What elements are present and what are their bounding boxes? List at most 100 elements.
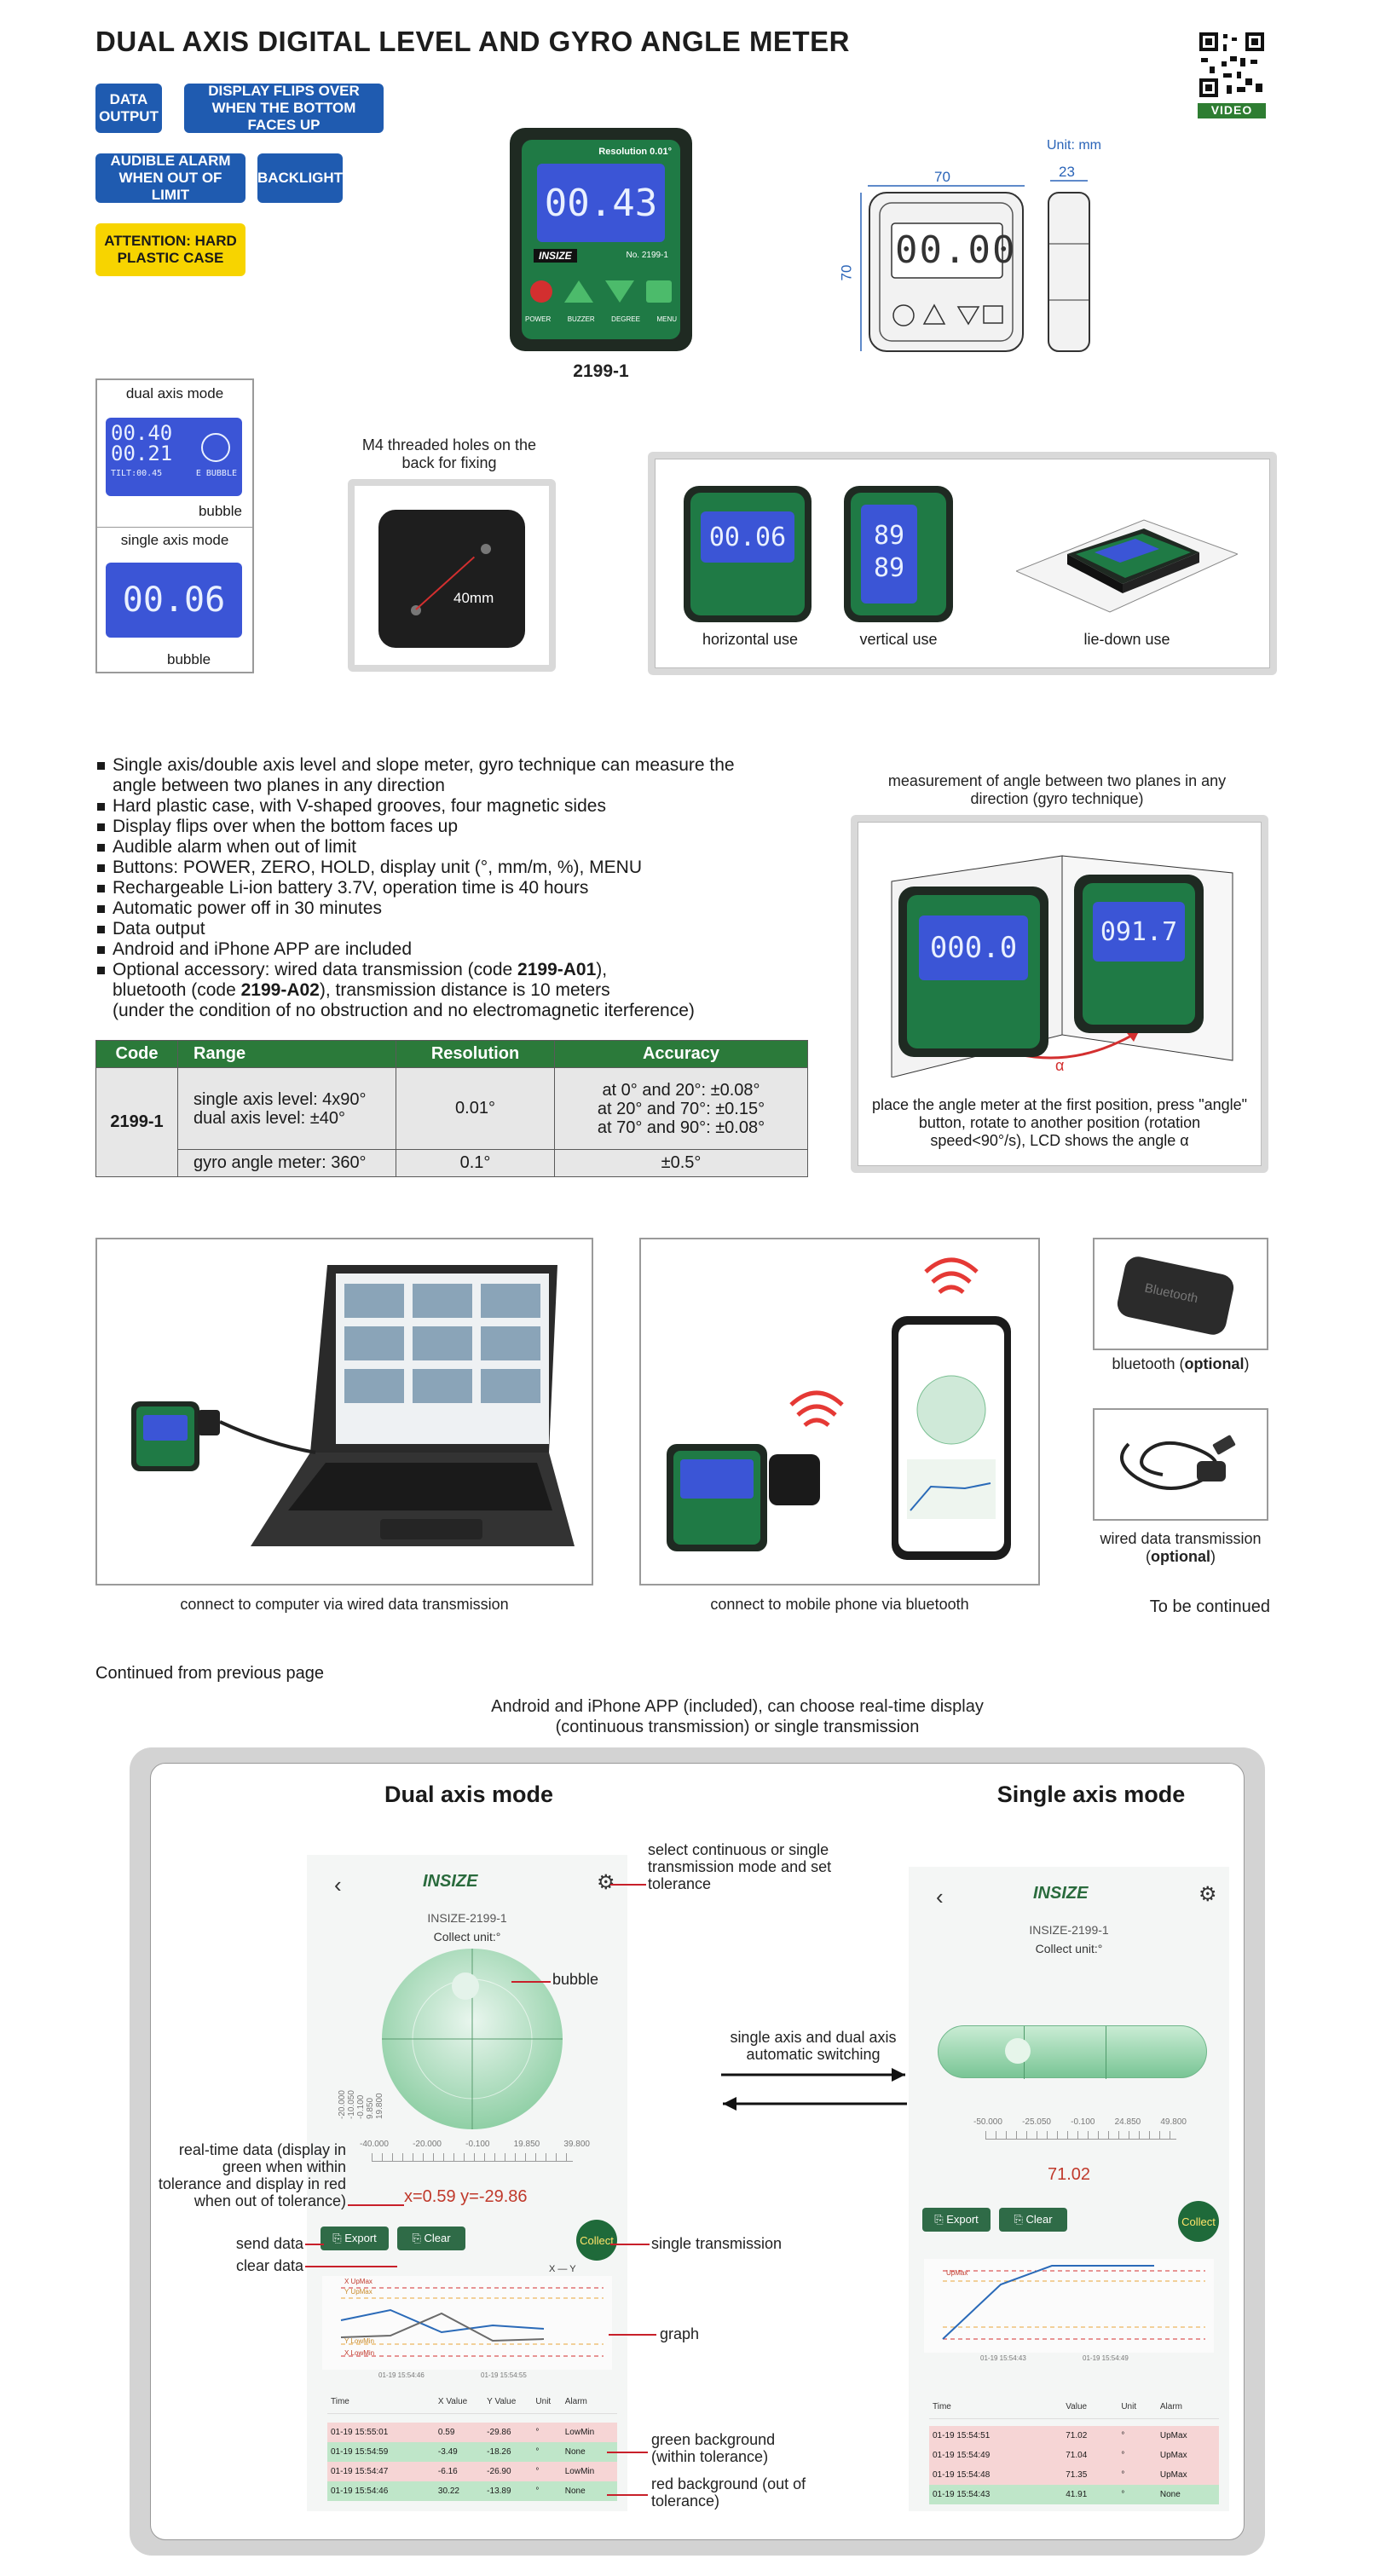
table-row[interactable]: 01-19 15:54:47-6.16-26.90°LowMin [327,2462,617,2481]
export-button[interactable]: ⎘ Export [321,2227,389,2250]
y-tick-label: -10.050 [347,2090,356,2119]
table-cell: LowMin [564,2467,595,2476]
annotation-single-tx: single transmission [651,2235,783,2252]
use-orientations-box: 00.06 89 89 horizontal use vertical use … [648,452,1277,675]
export-icon: ⎘ [934,2213,947,2226]
table-cell: 01-19 15:54:48 [933,2470,991,2480]
table-header: X Value [437,2397,468,2406]
back-chevron-icon[interactable]: ‹ [936,1884,944,1909]
clear-button[interactable]: ⎘ Clear [397,2227,465,2250]
table-cell: 0.01° [396,1067,555,1150]
gyro-reading-2: 091.7 [1093,902,1185,962]
accessory-code-wired: 2199-A01 [517,960,597,979]
caption-optional: optional [1184,1355,1245,1372]
table-row[interactable]: 01-19 15:54:59-3.49-18.26°None [327,2442,617,2462]
annotation-realtime: real-time data (display in green when wi… [158,2141,346,2209]
qr-code[interactable]: VIDEO [1198,31,1266,118]
export-button[interactable]: ⎘ Export [922,2208,991,2232]
gyro-caption-top: measurement of angle between two planes … [887,772,1227,807]
accessory-text: ), transmission distance is 10 meters [319,980,610,1000]
mobile-connection-caption: connect to mobile phone via bluetooth [710,1596,969,1613]
table-header: Unit [1121,2402,1137,2411]
chart-label: Y UpMax [344,2288,373,2296]
single-bubble-tube [938,2025,1207,2079]
computer-connection-box [95,1238,593,1585]
bubble-circle-icon [201,433,230,462]
dual-mode-title: Dual axis mode [384,1782,554,1807]
table-cell: at 0° and 20°: ±0.08° at 20° and 70°: ±0… [554,1067,808,1150]
caption-text: wired data transmission [1100,1530,1262,1547]
clear-icon: ⎘ [1014,2213,1026,2226]
bubble-label: bubble [167,651,211,667]
feature-item: Single axis/double axis level and slope … [95,755,760,796]
table-header: Accuracy [554,1040,808,1068]
vertical-use-photo: 89 89 [844,486,953,622]
badge-hard-case: ATTENTION: HARD PLASTIC CASE [95,223,245,276]
mobile-connection-box [639,1238,1040,1585]
single-mode-title: Single axis mode [996,1782,1186,1807]
app-caption: Android and iPhone APP (included), can c… [491,1697,984,1736]
wired-accessory-caption: wired data transmission (optional) [1083,1530,1279,1566]
table-cell: None [564,2486,586,2496]
wired-accessory-box [1093,1408,1268,1521]
x-tick-label: -20.000 [413,2140,442,2149]
back-chevron-icon[interactable]: ‹ [334,1872,342,1897]
accessory-text: bluetooth (code [113,980,241,1000]
table-cell: 71.35 [1066,2470,1088,2480]
table-header: Alarm [1159,2402,1183,2411]
table-cell: ° [535,2486,540,2496]
caption-optional: optional [1151,1548,1210,1565]
table-cell: UpMax [1159,2470,1187,2480]
table-code: 2199-1 [95,1067,178,1177]
app-device-name: INSIZE-2199-1 [427,1911,507,1925]
device-resolution-label: Resolution 0.01° [598,147,672,157]
collect-button[interactable]: Collect [576,2220,617,2261]
table-cell: single axis level: 4x90° dual axis level… [177,1067,396,1150]
table-cell: ±0.5° [554,1149,808,1177]
accessory-text: Optional accessory: wired data transmiss… [113,960,518,979]
dual-reading-2: 00.21 [111,442,173,465]
table-cell: 41.91 [1066,2490,1088,2499]
table-cell: None [564,2447,586,2457]
y-tick-label: -0.100 [356,2094,366,2119]
single-mode-label: single axis mode [120,532,229,548]
annotation-clear: clear data [235,2257,303,2274]
drawing-lcd-text: 00.00 [895,228,1017,272]
gyro-reading-1: 000.0 [919,915,1028,980]
dual-mode-screen: 00.40 00.21 TILT:00.45 E BUBBLE [106,418,242,496]
app-brand-logo: INSIZE [1033,1884,1089,1903]
device-button-label: POWER [525,315,552,323]
x-tick-label: -50.000 [973,2117,1002,2127]
clear-button[interactable]: ⎘ Clear [999,2208,1067,2232]
table-header: Range [177,1040,396,1068]
table-cell: -26.90 [487,2467,511,2476]
caption-text: bluetooth ( [1112,1355,1185,1372]
accessory-text: (under the condition of no obstruction a… [113,1001,695,1020]
threaded-hole-icon [481,544,491,554]
table-cell: -13.89 [487,2486,511,2496]
collect-button[interactable]: Collect [1178,2201,1219,2242]
table-cell: UpMax [1159,2451,1187,2460]
settings-gear-icon[interactable]: ⚙ [1199,1883,1217,1906]
table-cell: 30.22 [437,2486,459,2496]
single-app-screen: ‹ INSIZE ⚙ INSIZE-2199-1 Collect unit:° … [909,1867,1229,2511]
annotation-green-bg: green background (within tolerance) [651,2431,776,2465]
feature-item-accessory: Optional accessory: wired data transmiss… [95,960,760,1021]
table-cell: ° [535,2447,540,2457]
device-screen: 00.43 [537,164,665,242]
usb-cable-icon [1120,1435,1236,1490]
vertical-use-reading: 89 [873,553,905,583]
table-header: Alarm [564,2397,587,2406]
device-brand-logo: INSIZE [534,249,577,263]
clear-label: Clear [1025,2213,1053,2226]
bubble-label: bubble [198,503,242,519]
settings-gear-icon[interactable]: ⚙ [597,1871,615,1894]
table-cell: ° [1121,2490,1125,2499]
